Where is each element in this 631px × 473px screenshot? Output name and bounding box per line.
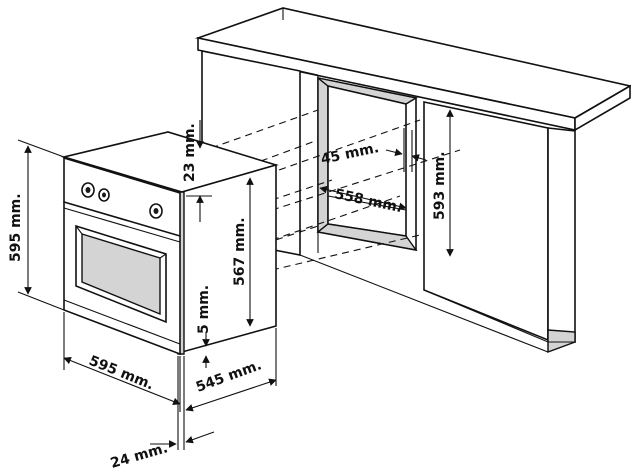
label-oven-depth: 545 mm. bbox=[194, 357, 264, 395]
label-top-gap: 23 mm. bbox=[182, 123, 198, 182]
label-body-height: 567 mm. bbox=[232, 217, 248, 286]
cabinet-right-door bbox=[423, 101, 549, 342]
label-niche-height: 593 mm. bbox=[432, 151, 448, 220]
dimension-lines bbox=[17, 109, 454, 450]
countertop-side bbox=[574, 84, 631, 132]
label-oven-height: 595 mm. bbox=[8, 193, 24, 262]
label-front-panel: 24 mm. bbox=[109, 440, 170, 472]
label-oven-width: 595 mm. bbox=[87, 353, 157, 394]
oven-knobs bbox=[81, 182, 163, 219]
label-bottom-gap: 5 mm. bbox=[196, 285, 212, 334]
cabinet-side bbox=[547, 127, 576, 343]
